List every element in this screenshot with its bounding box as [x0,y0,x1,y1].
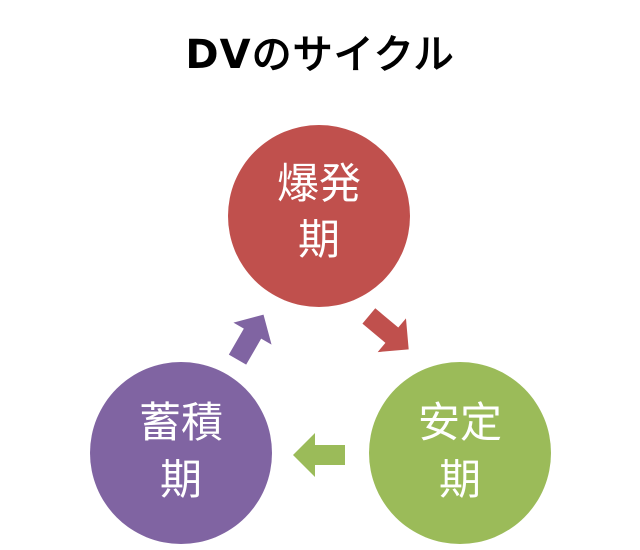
arrow-stable-to-accumulation-icon [293,433,345,477]
arrow-accumulation-to-explosion-icon [228,314,272,365]
node-accumulation: 蓄積 期 [90,362,272,544]
node-explosion-label-line1: 爆発 [277,159,361,208]
node-explosion: 爆発 期 [228,125,410,307]
node-accumulation-circle [90,362,272,544]
node-stable: 安定 期 [369,362,551,544]
node-accumulation-label-line1: 蓄積 [139,398,223,447]
diagram-title: DVのサイクル [185,32,455,78]
arrow-explosion-to-stable-icon [362,308,409,353]
node-explosion-label-line2: 期 [298,215,340,264]
node-stable-label-line1: 安定 [418,398,502,447]
node-stable-circle [369,362,551,544]
node-explosion-circle [228,125,410,307]
node-stable-label-line2: 期 [439,455,481,504]
node-accumulation-label-line2: 期 [160,455,202,504]
